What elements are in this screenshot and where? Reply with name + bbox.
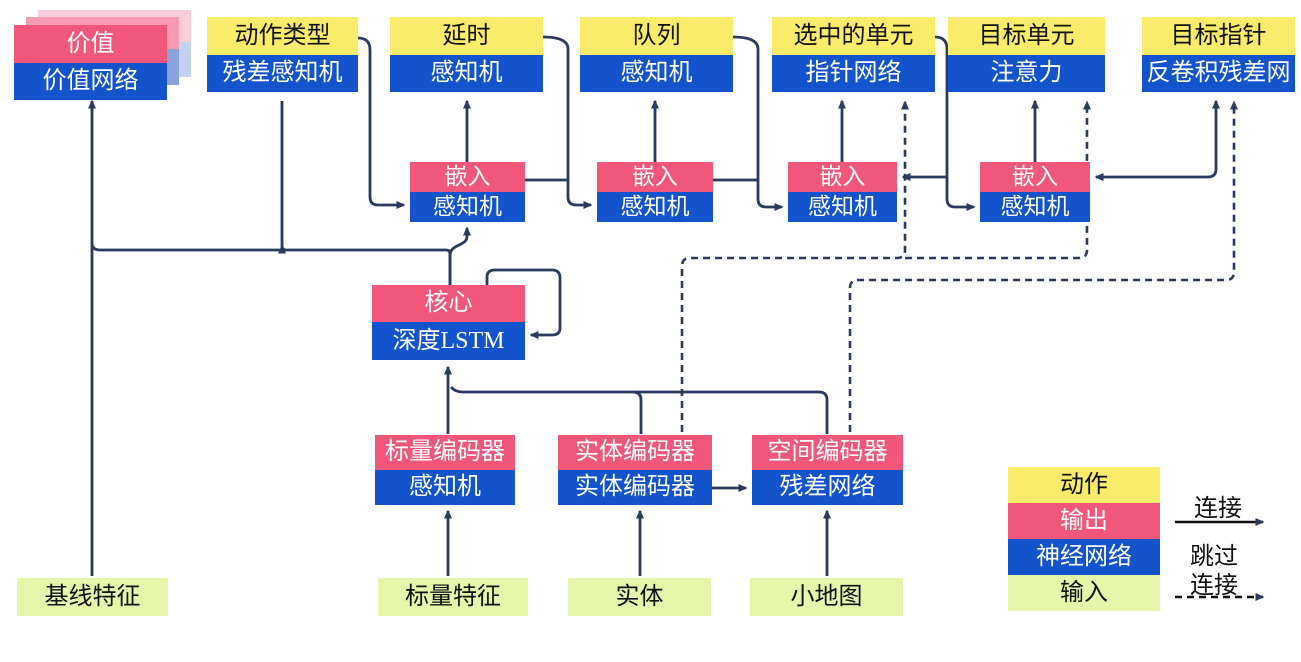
node-embed-3: 嵌入 感知机 xyxy=(788,162,897,222)
selected-units-action-band: 选中的单元 xyxy=(772,17,935,55)
embed2-network-band: 感知机 xyxy=(597,192,713,222)
wire-core-to-actiontype xyxy=(282,101,286,250)
skip-entity-to-pointer xyxy=(680,100,909,432)
legend-network: 神经网络 xyxy=(1008,539,1160,575)
node-delay: 延时 感知机 xyxy=(390,17,543,92)
wire-selected-to-embed4 xyxy=(934,35,976,211)
embed1-output-band: 嵌入 xyxy=(410,162,525,192)
legend-color-key: 动作 输出 神经网络 输入 xyxy=(1008,467,1160,611)
wire-core-selfloop xyxy=(485,268,562,339)
node-target-pointer: 目标指针 反卷积残差网 xyxy=(1142,17,1295,92)
wire-delay-to-embed2 xyxy=(542,35,593,209)
legend-connection-label: 连接 xyxy=(1194,496,1242,522)
input-minimap: 小地图 xyxy=(750,578,903,616)
node-queue: 队列 感知机 xyxy=(580,17,733,92)
legend-action: 动作 xyxy=(1008,467,1160,503)
action-type-action-band: 动作类型 xyxy=(207,17,358,55)
embed3-network-band: 感知机 xyxy=(788,192,897,222)
node-action-type: 动作类型 残差感知机 xyxy=(207,17,358,92)
legend-skip-label-2: 连接 xyxy=(1190,573,1238,599)
wire-queue-to-embed3 xyxy=(732,35,784,211)
wire-entity-up xyxy=(632,390,643,434)
value-network-band: 价值网络 xyxy=(14,63,167,100)
input-baseline-features: 基线特征 xyxy=(17,578,168,616)
wire-encoders-horizontal xyxy=(449,386,819,394)
node-embed-1: 嵌入 感知机 xyxy=(410,162,525,222)
node-embed-4: 嵌入 感知机 xyxy=(980,162,1090,222)
entity-encoder-output-band: 实体编码器 xyxy=(558,435,712,470)
embed4-network-band: 感知机 xyxy=(980,192,1090,222)
embed1-network-band: 感知机 xyxy=(410,192,525,222)
wire-actiontype-to-embed1 xyxy=(357,36,406,209)
wire-embed4-targetpointer xyxy=(1094,99,1220,181)
action-type-network-band: 残差感知机 xyxy=(207,55,358,92)
scalar-encoder-network-band: 感知机 xyxy=(375,470,515,505)
node-value: 价值 价值网络 xyxy=(14,25,167,100)
input-entities: 实体 xyxy=(568,578,711,616)
wire-core-to-embed1 xyxy=(448,226,471,285)
wire-spatial-up xyxy=(818,390,829,434)
entity-encoder-network-band: 实体编码器 xyxy=(558,470,712,505)
selected-units-network-band: 指针网络 xyxy=(772,55,935,92)
node-scalar-encoder: 标量编码器 感知机 xyxy=(375,435,515,505)
legend-output: 输出 xyxy=(1008,503,1160,539)
node-core: 核心 深度LSTM xyxy=(372,285,525,360)
embed3-output-band: 嵌入 xyxy=(788,162,897,192)
node-target-unit: 目标单元 注意力 xyxy=(948,17,1105,92)
node-entity-encoder: 实体编码器 实体编码器 xyxy=(558,435,712,505)
skip-spatial-to-deconv xyxy=(848,100,1238,432)
node-embed-2: 嵌入 感知机 xyxy=(597,162,713,222)
input-scalar-features: 标量特征 xyxy=(378,578,528,616)
legend-input: 输入 xyxy=(1008,575,1160,611)
node-spatial-encoder: 空间编码器 残差网络 xyxy=(752,435,903,505)
target-unit-action-band: 目标单元 xyxy=(948,17,1105,55)
node-selected-units: 选中的单元 指针网络 xyxy=(772,17,935,92)
skip-entity-to-attention xyxy=(905,100,1091,260)
spatial-encoder-output-band: 空间编码器 xyxy=(752,435,903,470)
embed4-output-band: 嵌入 xyxy=(980,162,1090,192)
target-unit-network-band: 注意力 xyxy=(948,55,1105,92)
wire-core-output-left xyxy=(90,242,452,285)
spatial-encoder-network-band: 残差网络 xyxy=(752,470,903,505)
delay-action-band: 延时 xyxy=(390,17,543,55)
core-output-band: 核心 xyxy=(372,285,525,322)
core-network-band: 深度LSTM xyxy=(372,322,525,360)
delay-network-band: 感知机 xyxy=(390,55,543,92)
scalar-encoder-output-band: 标量编码器 xyxy=(375,435,515,470)
value-output-band: 价值 xyxy=(14,25,167,63)
target-pointer-network-band: 反卷积残差网 xyxy=(1142,55,1295,92)
queue-network-band: 感知机 xyxy=(580,55,733,92)
queue-action-band: 队列 xyxy=(580,17,733,55)
legend-skip-label-1: 跳过 xyxy=(1190,544,1238,570)
embed2-output-band: 嵌入 xyxy=(597,162,713,192)
target-pointer-action-band: 目标指针 xyxy=(1142,17,1295,55)
